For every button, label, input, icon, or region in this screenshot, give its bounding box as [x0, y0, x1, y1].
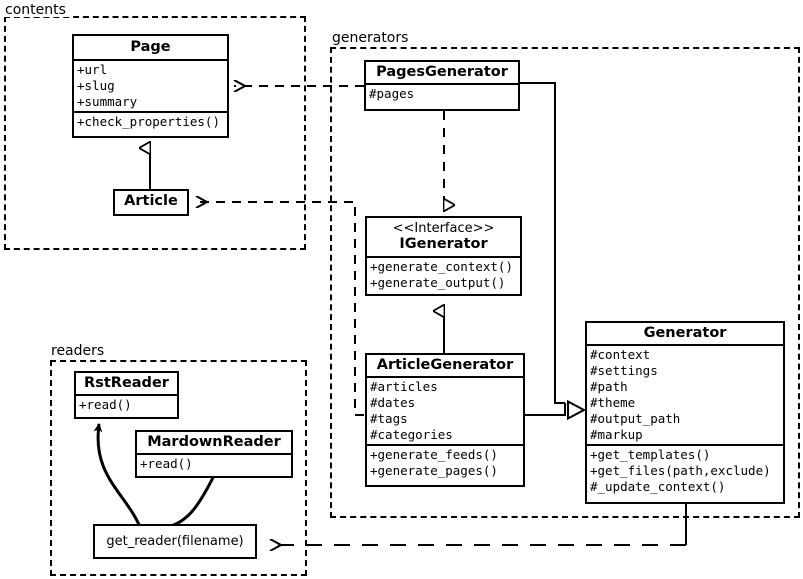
function-box-get-reader[interactable]: get_reader(filename) — [93, 524, 257, 559]
class-generator-attributes: #context #settings #path #theme #output_… — [587, 344, 783, 444]
attribute: +url — [77, 62, 108, 77]
class-page-title: Page — [130, 39, 171, 55]
class-box-pages-generator[interactable]: PagesGenerator #pages — [364, 60, 520, 111]
attribute: +slug — [77, 78, 115, 93]
package-contents — [4, 16, 306, 250]
class-rst-reader-title: RstReader — [84, 375, 169, 391]
operation: +generate_output() — [370, 275, 506, 290]
package-generators-label: generators — [331, 31, 412, 45]
operation: +generate_context() — [370, 259, 513, 274]
attribute: #context — [590, 347, 651, 362]
class-box-article-generator[interactable]: ArticleGenerator #articles #dates #tags … — [365, 353, 525, 487]
class-article-generator-attributes: #articles #dates #tags #categories — [367, 376, 523, 444]
class-igenerator-operations: +generate_context() +generate_output() — [367, 256, 520, 292]
attribute: #path — [590, 379, 628, 394]
attribute: #categories — [370, 427, 453, 442]
class-box-rst-reader[interactable]: RstReader +read() — [74, 371, 179, 419]
attribute: #dates — [370, 395, 416, 410]
class-rst-reader-operations: +read() — [76, 394, 177, 414]
attribute: #settings — [590, 363, 658, 378]
class-box-article[interactable]: Article — [113, 189, 189, 216]
class-article-generator-title: ArticleGenerator — [376, 357, 514, 373]
class-generator-title: Generator — [643, 325, 727, 341]
operation: +read() — [79, 397, 132, 412]
class-page-attributes: +url +slug +summary — [74, 59, 227, 111]
attribute: #pages — [369, 86, 415, 101]
class-box-page[interactable]: Page +url +slug +summary +check_properti… — [72, 34, 229, 138]
operation: +get_files(path,exclude) — [590, 463, 771, 478]
attribute: +summary — [77, 94, 138, 109]
operation: #_update_context() — [590, 479, 726, 494]
operation: +get_templates() — [590, 447, 711, 462]
class-page-operations: +check_properties() — [74, 111, 227, 131]
attribute: #output_path — [590, 411, 681, 426]
package-readers-label: readers — [50, 344, 108, 358]
class-box-generator[interactable]: Generator #context #settings #path #them… — [585, 321, 785, 504]
class-igenerator-stereotype: <<Interface>> — [392, 221, 495, 236]
class-article-title: Article — [124, 193, 178, 209]
class-box-igenerator[interactable]: <<Interface>> IGenerator +generate_conte… — [365, 216, 522, 296]
class-pages-generator-title: PagesGenerator — [376, 64, 508, 80]
class-mardown-reader-title: MardownReader — [147, 434, 281, 450]
attribute: #tags — [370, 411, 408, 426]
operation: +check_properties() — [77, 114, 220, 129]
class-article-generator-operations: +generate_feeds() +generate_pages() — [367, 444, 523, 480]
package-contents-label: contents — [4, 3, 69, 17]
class-mardown-reader-operations: +read() — [137, 453, 291, 473]
class-igenerator-title: IGenerator — [399, 236, 488, 252]
attribute: #theme — [590, 395, 636, 410]
package-readers — [50, 360, 307, 576]
attribute: #articles — [370, 379, 438, 394]
attribute: #markup — [590, 427, 643, 442]
function-get-reader-label: get_reader(filename) — [106, 534, 244, 549]
class-generator-operations: +get_templates() +get_files(path,exclude… — [587, 444, 783, 496]
class-box-mardown-reader[interactable]: MardownReader +read() — [135, 430, 293, 478]
operation: +read() — [140, 456, 193, 471]
operation: +generate_feeds() — [370, 447, 498, 462]
class-pages-generator-attributes: #pages — [366, 83, 518, 103]
operation: +generate_pages() — [370, 463, 498, 478]
